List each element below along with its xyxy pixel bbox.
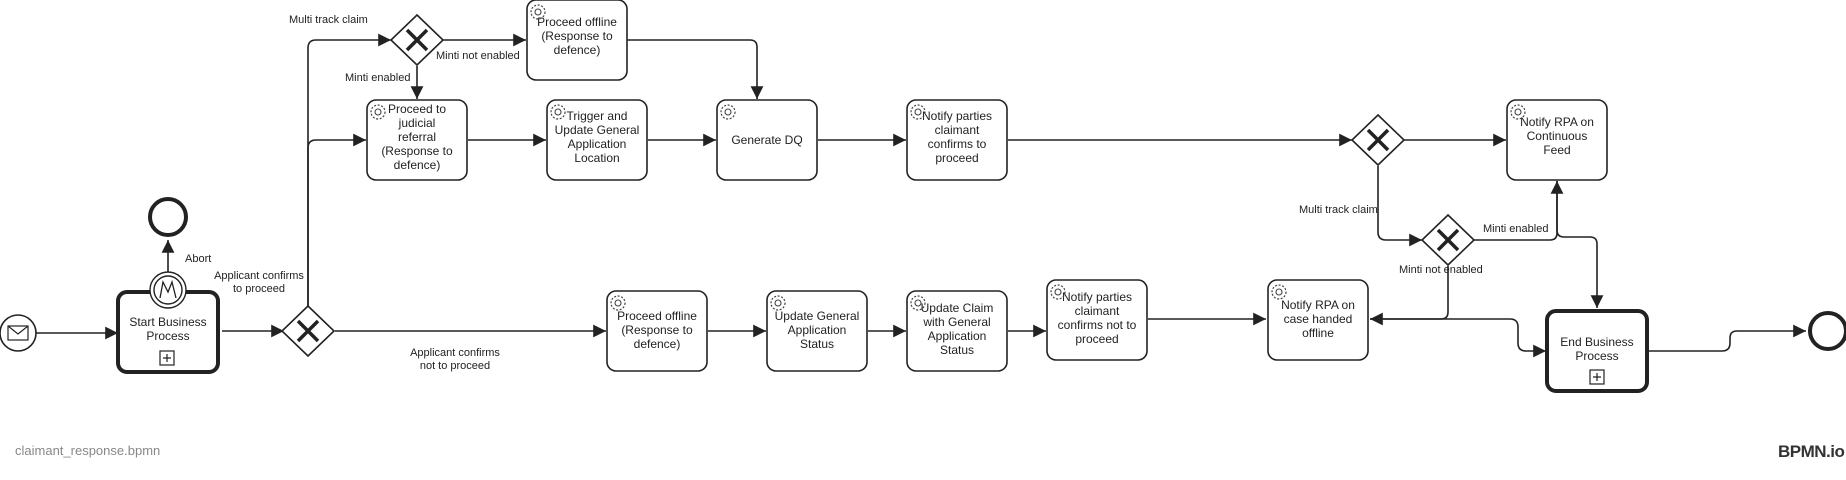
flow-offline-top-to-dq[interactable] <box>627 39 764 99</box>
flow-end-to-end-event[interactable] <box>1648 324 1806 352</box>
service-task-icon <box>720 104 736 120</box>
abort-end-event[interactable] <box>148 197 188 237</box>
lightning-icon <box>159 279 177 299</box>
flow-labels: Multi track claim Minti not enabled Mint… <box>185 14 1548 372</box>
service-task-icon <box>910 295 926 311</box>
service-task-icon <box>610 295 626 311</box>
gateway-multi-track-top[interactable] <box>389 13 445 67</box>
label-abort: Abort <box>185 253 211 265</box>
service-task-icon <box>1510 104 1526 120</box>
service-task-icon <box>1271 284 1287 300</box>
label-minti-not-enabled-2: Minti not enabled <box>1399 264 1483 276</box>
flow-gateway-to-multi-track[interactable] <box>307 33 391 306</box>
final-end-event[interactable] <box>1808 311 1846 351</box>
gateway-minti-right[interactable] <box>1420 213 1476 267</box>
service-task-icon <box>910 104 926 120</box>
service-task-icon <box>370 104 386 120</box>
label-minti-enabled-1: Minti enabled <box>345 72 410 84</box>
service-task-icon <box>1050 284 1066 300</box>
boundary-error-event[interactable] <box>149 271 187 309</box>
gateway-applicant-response[interactable] <box>280 304 336 358</box>
label-minti-not-enabled-1: Minti not enabled <box>436 50 520 62</box>
start-message-event[interactable] <box>0 314 37 352</box>
gateway-multi-track-right[interactable] <box>1350 113 1406 167</box>
label-multi-track-1: Multi track claim <box>289 14 368 26</box>
label-multi-track-2: Multi track claim <box>1299 204 1378 216</box>
flow-multi-track-2[interactable] <box>1377 166 1422 247</box>
flow-rpa-offline-to-end[interactable] <box>1370 318 1546 358</box>
bpmn-io-logo[interactable]: BPMN.io <box>1778 442 1845 461</box>
task-label: Generate DQ <box>731 133 802 147</box>
service-task-icon <box>770 295 786 311</box>
flow-applicant-confirms[interactable] <box>307 133 366 306</box>
task-generate-dq[interactable]: Generate DQ <box>716 99 818 181</box>
flow-rpa-continuous-to-end[interactable] <box>1556 181 1604 308</box>
file-name: claimant_response.bpmn <box>15 443 161 458</box>
sequence-flows <box>36 33 1806 358</box>
service-task-icon <box>550 104 566 120</box>
service-task-icon <box>530 4 546 20</box>
label-minti-enabled-2: Minti enabled <box>1483 223 1548 235</box>
